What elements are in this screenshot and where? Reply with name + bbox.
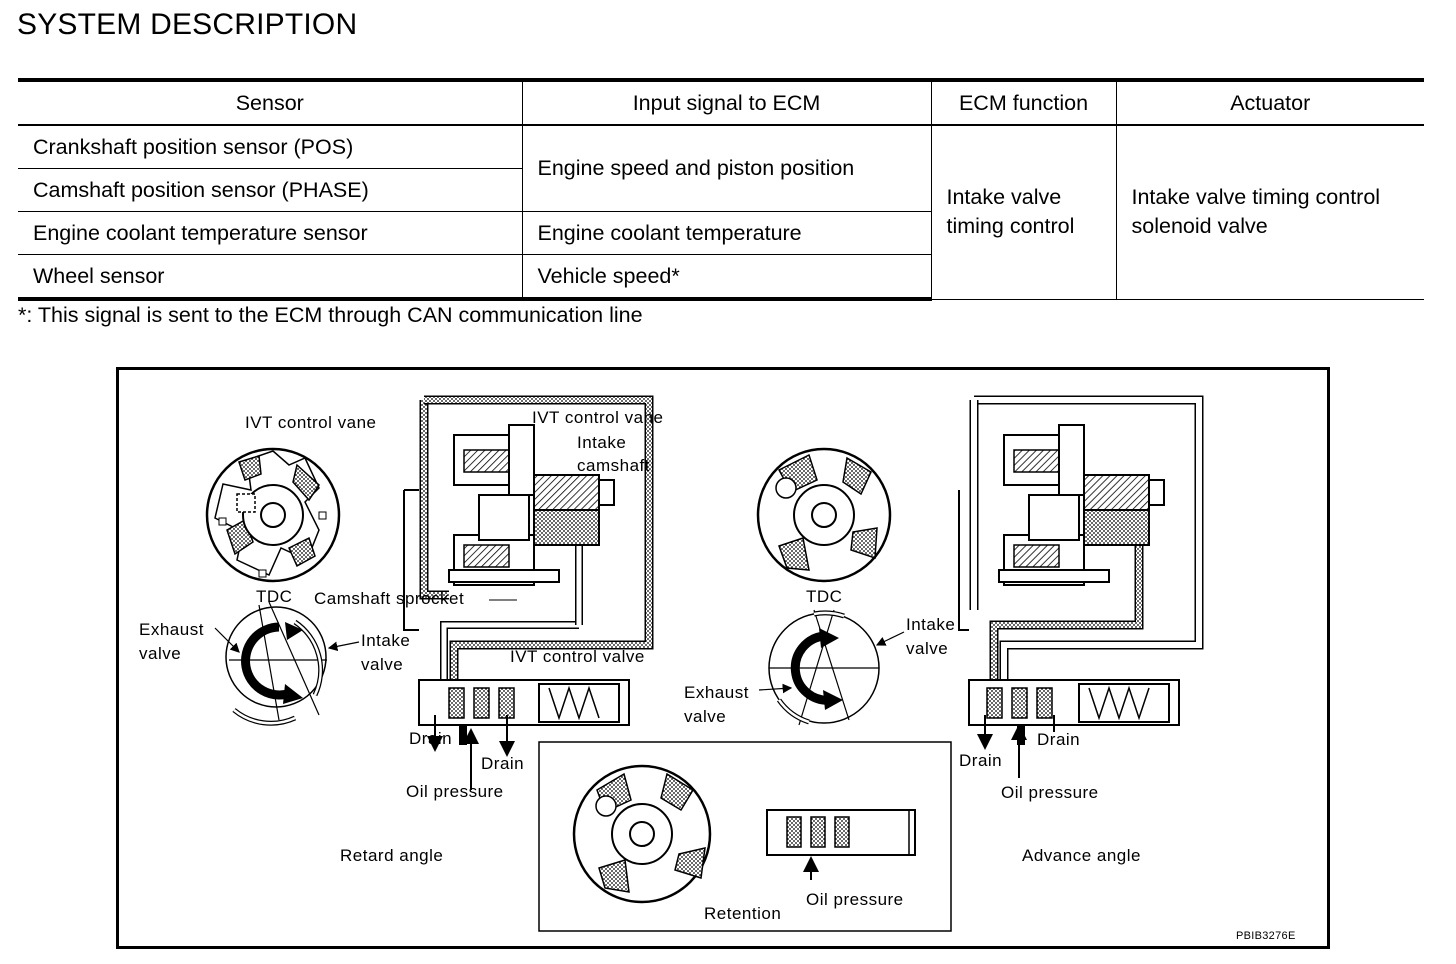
timing-diagram-retard — [214, 601, 360, 726]
caption-retention: Retention — [704, 904, 782, 923]
header-ecm-function: ECM function — [930, 78, 1117, 126]
ivt-control-valve-advance — [968, 679, 1180, 745]
page-title: SYSTEM DESCRIPTION — [17, 8, 358, 41]
camshaft-section-retard — [403, 395, 654, 680]
label-drain-right-1: Drain — [959, 751, 1003, 770]
label-exhaust-valve-left: Exhaust — [139, 620, 204, 639]
label-drain-left-1: Drain — [409, 729, 453, 748]
label-oil-pressure-left: Oil pressure — [406, 782, 504, 801]
table-header-row: Sensor Input signal to ECM ECM function … — [18, 78, 1424, 126]
retention-box — [538, 741, 952, 932]
label-camshaft-sprocket: Camshaft sprocket — [314, 589, 465, 608]
header-input-signal: Input signal to ECM — [521, 78, 932, 126]
label-ivt-control-valve: IVT control valve — [510, 647, 645, 666]
rotor-advance-illustration — [756, 447, 892, 583]
footnote: *: This signal is sent to the ECM throug… — [18, 303, 643, 327]
caption-retard-angle: Retard angle — [340, 846, 444, 865]
input-cell: Engine speed and piston position — [521, 124, 932, 212]
table-row: Crankshaft position sensor (POS) Engine … — [18, 124, 1424, 300]
actuator-line: Intake valve timing control — [1131, 185, 1381, 210]
label-intake-valve-right: valve — [906, 639, 949, 658]
table-row: Camshaft position sensor (PHASE) — [18, 168, 1424, 212]
ivt-diagram-graphics — [205, 395, 1204, 932]
label-exhaust-valve-right: Exhaust — [684, 683, 749, 702]
ivt-control-valve-retard — [418, 679, 630, 745]
sensor-cell: Camshaft position sensor (PHASE) — [18, 168, 522, 212]
actuator-cell: Intake valve timing control solenoid val… — [1115, 124, 1424, 300]
sensor-cell: Crankshaft position sensor (POS) — [18, 124, 523, 169]
ecm-function-line: timing control — [946, 214, 1075, 239]
rotor-retard-illustration — [205, 447, 341, 583]
input-cell: Vehicle speed* — [521, 254, 931, 301]
oil-flow-arrows-retard — [427, 599, 517, 790]
label-intake-valve-left: valve — [361, 655, 404, 674]
input-cell: Engine coolant temperature — [521, 211, 931, 255]
timing-diagram-advance — [758, 609, 905, 726]
sensor-cell: Wheel sensor — [18, 254, 523, 301]
sensor-cell: Engine coolant temperature sensor — [18, 211, 523, 255]
label-intake-valve-right: Intake — [906, 615, 956, 634]
camshaft-section-advance — [958, 395, 1204, 680]
header-sensor: Sensor — [18, 78, 523, 126]
label-oil-pressure-center: Oil pressure — [806, 890, 904, 909]
label-exhaust-valve-left: valve — [139, 644, 182, 663]
label-drain-left-2: Drain — [481, 754, 525, 773]
oil-flow-arrows-advance — [977, 715, 1055, 778]
ecm-function-cell: Intake valve timing control — [930, 124, 1117, 300]
label-drain-right-2: Drain — [1037, 730, 1081, 749]
label-ivt-control-vane-center: IVT control vane — [532, 408, 664, 427]
system-description-table: Sensor Input signal to ECM ECM function … — [18, 78, 1424, 301]
label-intake-valve-left: Intake — [361, 631, 411, 650]
table-row: Wheel sensor Vehicle speed* — [18, 254, 1424, 301]
table-row: Engine coolant temperature sensor Engine… — [18, 211, 1424, 255]
label-camshaft: camshaft — [577, 456, 650, 475]
label-ivt-control-vane-left: IVT control vane — [245, 413, 377, 432]
caption-advance-angle: Advance angle — [1022, 846, 1141, 865]
actuator-line: solenoid valve — [1131, 214, 1268, 239]
label-oil-pressure-right: Oil pressure — [1001, 783, 1099, 802]
label-intake: Intake — [577, 433, 627, 452]
ecm-function-line: Intake valve — [946, 185, 1062, 210]
label-exhaust-valve-right: valve — [684, 707, 727, 726]
header-actuator: Actuator — [1115, 78, 1424, 126]
ivt-system-figure: IVT control vane IVT control vane Intake… — [116, 367, 1330, 949]
label-tdc-right: TDC — [806, 587, 843, 606]
label-tdc-left: TDC — [256, 587, 293, 606]
figure-code: PBIB3276E — [1236, 930, 1296, 942]
